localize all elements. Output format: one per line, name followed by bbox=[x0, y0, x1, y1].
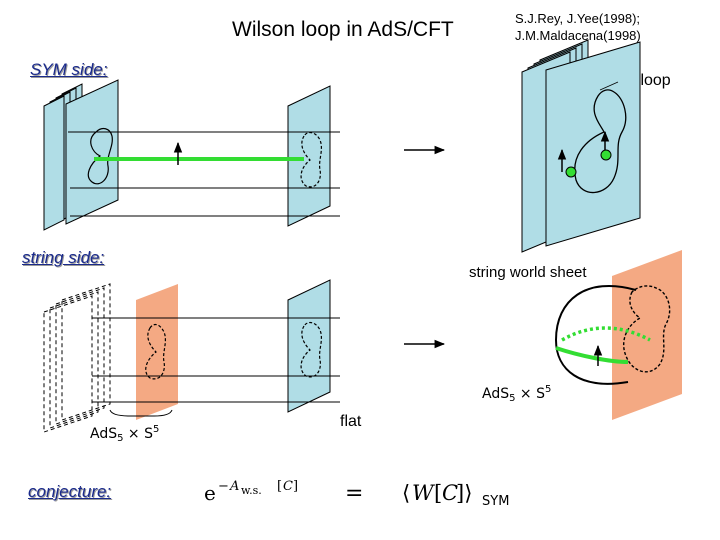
svg-text:⟨: ⟨ bbox=[402, 481, 410, 505]
ads5-s5-label-right: AdS5 × S5 bbox=[482, 384, 551, 404]
svg-text:[: [ bbox=[277, 479, 282, 494]
probe-brane-right-top bbox=[287, 85, 331, 227]
svg-text:=: = bbox=[345, 481, 363, 506]
sym-side-label: SYM side: bbox=[30, 60, 108, 79]
svg-text:C: C bbox=[442, 481, 458, 505]
brane-stack-right bbox=[521, 39, 641, 253]
probe-brane-right-mid bbox=[287, 279, 331, 413]
conjecture-label: conjecture: bbox=[28, 482, 112, 501]
string-world-sheet-label: string world sheet bbox=[469, 264, 587, 281]
svg-text:SYM: SYM bbox=[482, 494, 509, 509]
svg-text:w.s.: w.s. bbox=[241, 484, 262, 497]
ads5-brane-left bbox=[136, 284, 178, 420]
endpoint-marker bbox=[600, 149, 612, 161]
references: S.J.Rey, J.Yee(1998); J.M.Maldacena(1998… bbox=[515, 11, 641, 43]
slide-title: Wilson loop in AdS/CFT bbox=[232, 18, 454, 41]
svg-text:]⟩: ]⟩ bbox=[456, 481, 472, 505]
svg-text:A: A bbox=[229, 479, 239, 494]
svg-text:[: [ bbox=[434, 481, 442, 505]
world-sheet-figure bbox=[554, 250, 682, 420]
svg-text:]: ] bbox=[293, 479, 298, 494]
svg-text:−: − bbox=[218, 479, 229, 494]
svg-text:C: C bbox=[283, 479, 293, 494]
conjecture-formula: e − A w.s. [ C ] = ⟨ W [ C ]⟩ SYM bbox=[204, 479, 509, 509]
flat-label: flat bbox=[340, 413, 362, 430]
wilson-loop-contour bbox=[87, 127, 113, 185]
string-side-label: string side: bbox=[22, 248, 105, 267]
endpoint-marker bbox=[565, 166, 577, 178]
brane-stack-left bbox=[43, 79, 119, 231]
svg-text:e: e bbox=[204, 481, 216, 505]
svg-text:W: W bbox=[412, 481, 436, 505]
dashed-brane-stack bbox=[43, 283, 111, 433]
ads5-s5-label-left: AdS5 × S5 bbox=[90, 424, 159, 444]
